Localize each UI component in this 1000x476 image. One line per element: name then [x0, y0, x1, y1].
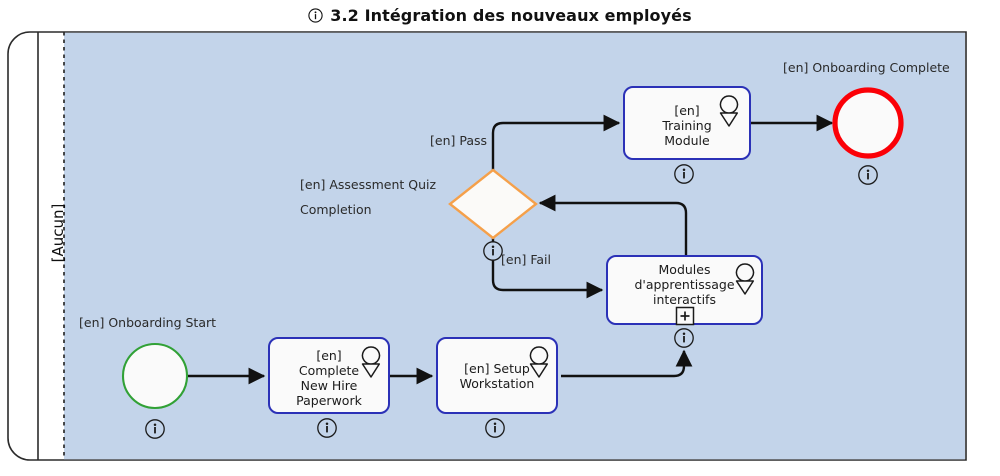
info-circle-icon: [308, 7, 323, 23]
gateway-label-line2: Completion: [300, 202, 372, 217]
bpmn-svg: [7, 31, 967, 461]
gateway-info-circle-icon: [483, 241, 503, 261]
lane-label: [Aucun]: [49, 203, 67, 263]
gateway-label-line1: [en] Assessment Quiz: [300, 177, 437, 192]
task-training-text: [en] Training Module: [662, 103, 712, 148]
page-title-text: 3.2 Intégration des nouveaux employés: [330, 5, 692, 25]
task-modules-balloon-icon: [735, 263, 755, 295]
flow-workstation-to-modules: [561, 349, 693, 378]
task-modules-subprocess-plus-icon: [675, 306, 695, 326]
start-event-label: [en] Onboarding Start: [79, 315, 217, 330]
end-event-info-circle-icon: [858, 165, 878, 185]
task-modules-text: Modules d'apprentissage interactifs: [634, 262, 735, 307]
flow-modules-to-gateway: [538, 194, 688, 256]
task-paperwork-balloon-icon: [361, 346, 381, 378]
task-paperwork-text: [en] Complete New Hire Paperwork: [296, 348, 362, 408]
flow-label-fail: [en] Fail: [501, 252, 551, 267]
task-training-info-circle-icon: [674, 164, 694, 184]
start-event-info-circle-icon: [145, 419, 165, 439]
task-setup-workstation[interactable]: [436, 337, 558, 414]
task-paperwork-info-circle-icon: [317, 418, 337, 438]
task-complete-new-hire-paperwork[interactable]: [268, 337, 390, 414]
end-event[interactable]: [832, 87, 904, 159]
task-training-balloon-icon: [719, 95, 739, 127]
task-workstation-info-circle-icon: [485, 418, 505, 438]
exclusive-gateway[interactable]: [448, 168, 538, 240]
bpmn-canvas: [Aucun] [en] Onboarding Start [en] Onboa…: [0, 28, 1000, 476]
task-training-module[interactable]: [623, 86, 751, 160]
start-event[interactable]: [121, 342, 189, 410]
task-workstation-text: [en] Setup Workstation: [459, 361, 535, 391]
flow-label-pass: [en] Pass: [430, 133, 488, 148]
task-workstation-balloon-icon: [529, 346, 549, 378]
flow-gateway-fail-to-modules: [491, 236, 604, 299]
flow-gateway-pass-to-training: [491, 114, 621, 170]
end-event-label: [en] Onboarding Complete: [783, 60, 950, 75]
page-title: 3.2 Intégration des nouveaux employés: [0, 0, 1000, 30]
task-modules-info-circle-icon: [674, 328, 694, 348]
